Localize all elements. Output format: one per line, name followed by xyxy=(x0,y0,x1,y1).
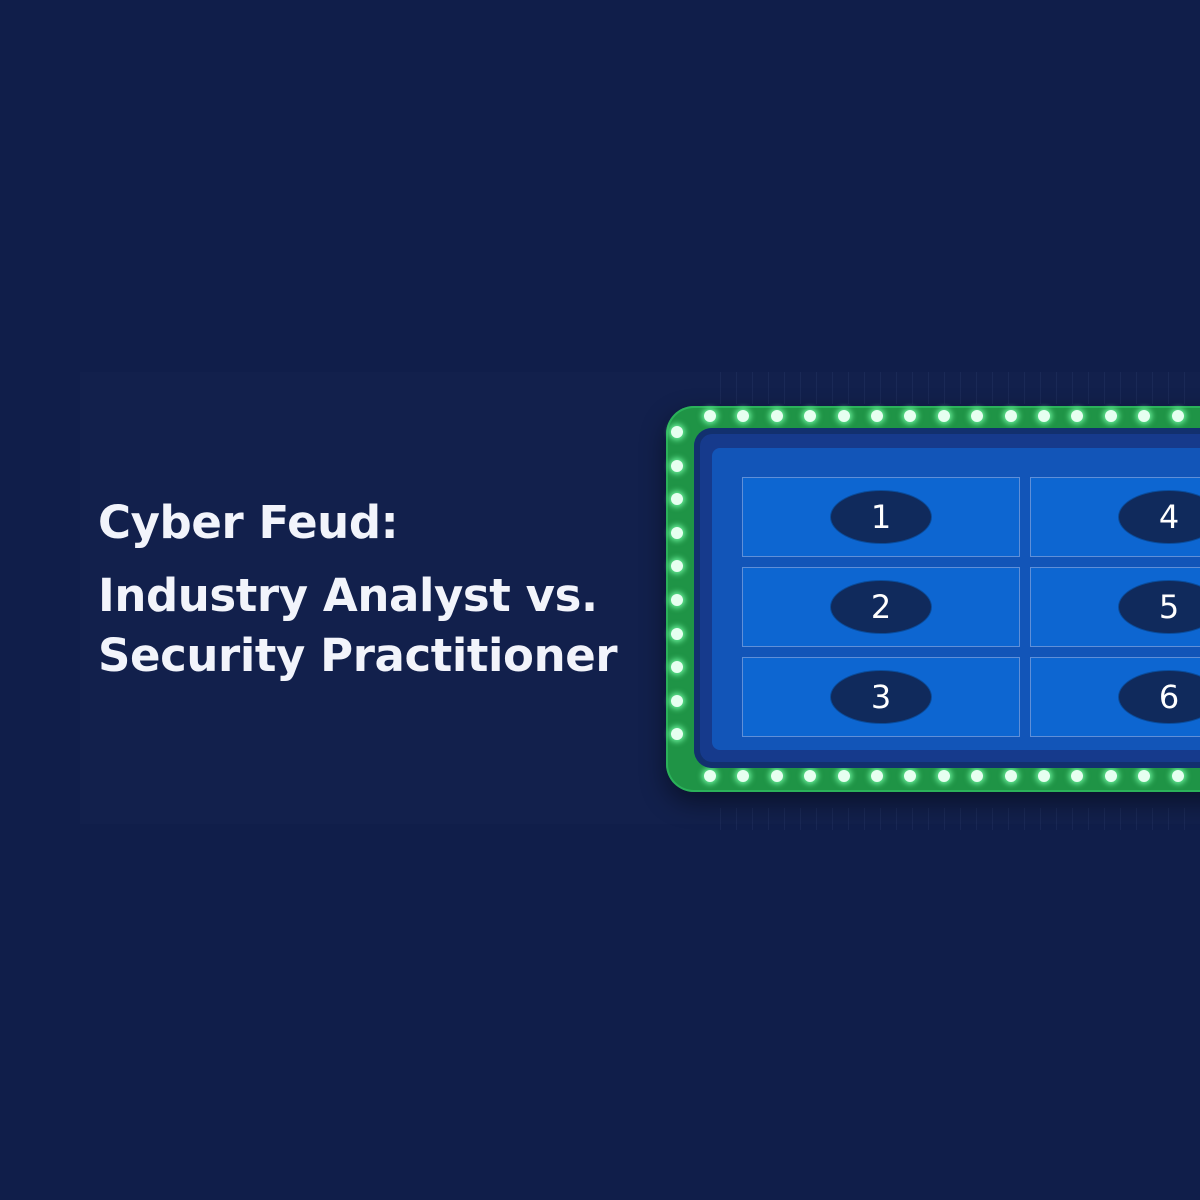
answer-number-badge: 2 xyxy=(831,581,931,633)
light-bulb-icon xyxy=(804,770,817,782)
answer-slot-2: 2 xyxy=(742,567,1020,647)
light-bulb-icon xyxy=(804,410,817,422)
light-bulb-icon xyxy=(837,770,850,782)
headline: Cyber Feud: Industry Analyst vs. Securit… xyxy=(98,494,638,686)
light-bulb-icon xyxy=(1138,410,1151,422)
light-bulb-icon xyxy=(937,770,950,782)
headline-subtitle-line-2: Security Practitioner xyxy=(98,629,618,682)
light-bulb-icon xyxy=(704,770,716,782)
light-bulb-icon xyxy=(971,410,984,422)
answer-number-badge: 6 xyxy=(1119,671,1200,723)
light-bulb-icon xyxy=(671,694,683,707)
light-bulb-icon xyxy=(671,728,683,741)
headline-title: Cyber Feud: xyxy=(98,496,399,549)
light-bulb-icon xyxy=(871,410,883,422)
light-bulb-icon xyxy=(904,410,917,422)
grid-decoration-top xyxy=(720,372,1200,404)
light-bulb-icon xyxy=(1038,410,1050,422)
light-bulb-icon xyxy=(737,410,750,422)
light-bulb-icon xyxy=(904,770,917,782)
light-bulb-icon xyxy=(1104,410,1117,422)
answer-number-badge: 3 xyxy=(831,671,931,723)
light-bulb-icon xyxy=(770,410,783,422)
light-bulb-icon xyxy=(1004,410,1017,422)
light-bulb-icon xyxy=(671,426,683,438)
answer-slot-6: 6 xyxy=(1030,657,1200,737)
light-bulb-icon xyxy=(937,410,950,422)
light-bulb-icon xyxy=(971,770,984,782)
light-bulb-icon xyxy=(671,627,683,640)
light-bulb-icon xyxy=(737,770,750,782)
answer-slot-4: 4 xyxy=(1030,477,1200,557)
answer-slot-5: 5 xyxy=(1030,567,1200,647)
light-bulb-icon xyxy=(1004,770,1017,782)
light-bulb-icon xyxy=(671,594,683,606)
light-bulb-icon xyxy=(1138,770,1151,782)
light-bulb-icon xyxy=(704,410,716,422)
light-bulb-icon xyxy=(871,770,883,782)
light-bulb-icon xyxy=(671,661,683,674)
light-bulb-icon xyxy=(1071,410,1084,422)
grid-decoration-bottom xyxy=(720,808,1200,830)
light-bulb-icon xyxy=(671,493,683,506)
light-bulb-icon xyxy=(1171,410,1184,422)
light-bulb-icon xyxy=(1038,770,1050,782)
answer-number-badge: 1 xyxy=(831,491,931,543)
light-bulb-icon xyxy=(837,410,850,422)
light-bulb-icon xyxy=(1104,770,1117,782)
answer-number-badge: 5 xyxy=(1119,581,1200,633)
answer-slot-3: 3 xyxy=(742,657,1020,737)
answer-slot-1: 1 xyxy=(742,477,1020,557)
light-bulb-icon xyxy=(1171,770,1184,782)
answer-number-badge: 4 xyxy=(1119,491,1200,543)
light-bulb-icon xyxy=(671,459,683,472)
light-bulb-icon xyxy=(770,770,783,782)
light-bulb-icon xyxy=(671,526,683,539)
light-bulb-icon xyxy=(1071,770,1084,782)
headline-subtitle-line-1: Industry Analyst vs. xyxy=(98,569,598,622)
light-bulb-icon xyxy=(671,560,683,573)
